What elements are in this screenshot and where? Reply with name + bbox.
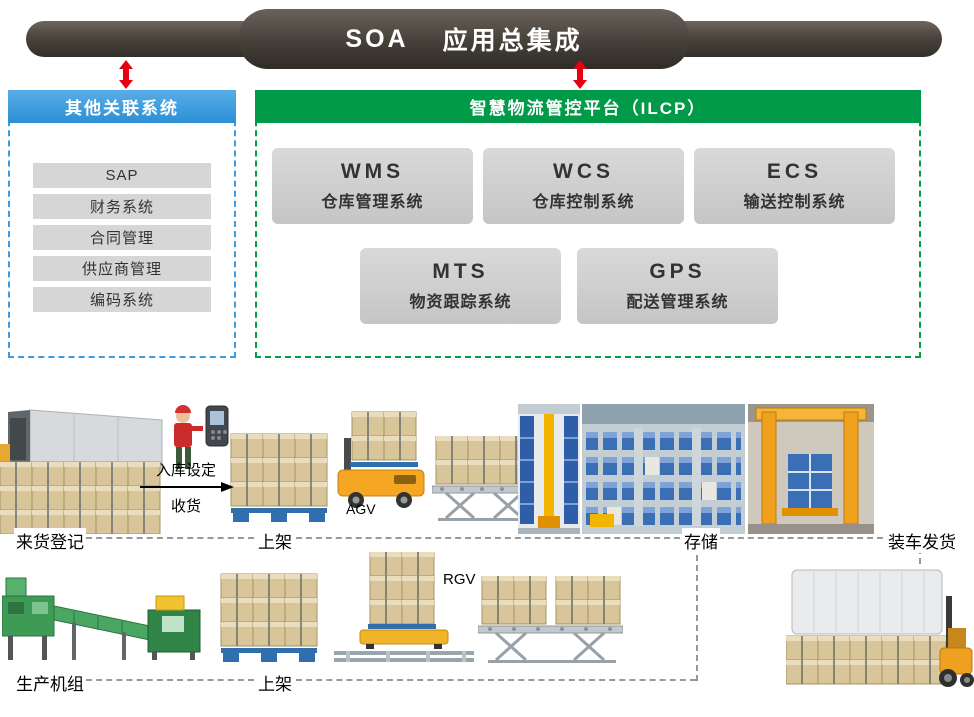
module-title: 仓库控制系统 xyxy=(532,194,635,211)
dashed-connector-shelve-storage xyxy=(296,537,680,539)
bidirectional-arrow-right-icon xyxy=(573,60,587,89)
conveyor-image-2 xyxy=(478,576,623,663)
system-item-supplier: 供应商管理 xyxy=(33,256,211,281)
module-card-gps: GPS 配送管理系统 xyxy=(577,248,778,324)
warehouse-overhead-photo xyxy=(582,404,745,534)
conveyor-image-1 xyxy=(432,436,536,521)
loading-truck-image xyxy=(786,569,974,687)
shelve-label-1: 上架 xyxy=(256,528,294,553)
system-item-finance: 财务系统 xyxy=(33,194,211,219)
warehouse-rack-crane-photo xyxy=(518,404,580,534)
pallet-boxes-image-2 xyxy=(221,570,317,662)
module-title: 配送管理系统 xyxy=(626,294,729,311)
other-systems-panel: 其他关联系统 SAP 财务系统 合同管理 供应商管理 编码系统 xyxy=(8,90,236,358)
worker-scanner-image xyxy=(174,405,229,469)
agv-label: AGV xyxy=(346,501,376,517)
dashed-connector-shelve2-storage xyxy=(296,679,696,681)
module-title: 物资跟踪系统 xyxy=(409,294,512,311)
production-label: 生产机组 xyxy=(14,670,86,695)
soa-title-bar: SOA 应用总集成 xyxy=(238,9,690,69)
dashed-connector-storage-ship xyxy=(718,537,883,539)
module-title: 仓库管理系统 xyxy=(321,194,424,211)
right-arrow-icon xyxy=(140,482,234,492)
production-line-image xyxy=(2,577,201,660)
module-acronym: WCS xyxy=(553,160,614,183)
module-card-wms: WMS 仓库管理系统 xyxy=(272,148,473,224)
module-acronym: MTS xyxy=(432,260,489,283)
stacker-crane-photo xyxy=(748,404,874,534)
module-acronym: ECS xyxy=(766,160,823,183)
system-item-coding: 编码系统 xyxy=(33,287,211,312)
agv-forklift-image xyxy=(337,411,425,508)
storage-label: 存储 xyxy=(682,528,720,553)
dashed-connector-ship-vertical xyxy=(919,548,921,564)
rgv-label: RGV xyxy=(443,571,476,588)
dashed-connector-storage-vertical xyxy=(696,545,698,681)
system-item-sap: SAP xyxy=(33,163,211,188)
inbound-setting-annotation: 入库设定 收货 xyxy=(138,462,234,516)
pallet-boxes-image-1 xyxy=(231,430,327,522)
platform-modules-row2: MTS 物资跟踪系统 GPS 配送管理系统 xyxy=(360,248,778,324)
module-card-wcs: WCS 仓库控制系统 xyxy=(483,148,684,224)
platform-modules-row1: WMS 仓库管理系统 WCS 仓库控制系统 ECS 输送控制系统 xyxy=(272,148,895,224)
dashed-connector-receive-shelve xyxy=(86,537,254,539)
soa-title-zh: 应用总集成 xyxy=(442,27,583,55)
shelve-label-2: 上架 xyxy=(256,670,294,695)
bidirectional-arrow-left-icon xyxy=(119,60,133,89)
module-acronym: WMS xyxy=(340,160,405,183)
module-acronym: GPS xyxy=(649,260,706,283)
module-title: 输送控制系统 xyxy=(743,194,846,211)
receive-label: 来货登记 xyxy=(14,528,86,553)
module-card-ecs: ECS 输送控制系统 xyxy=(694,148,895,224)
receiving-label: 收货 xyxy=(170,498,201,515)
other-systems-header: 其他关联系统 xyxy=(8,90,236,123)
ship-label: 装车发货 xyxy=(886,528,958,553)
dashed-connector-production-shelve xyxy=(86,679,254,681)
ilcp-platform-header: 智慧物流管控平台（ILCP） xyxy=(255,90,921,123)
system-item-contract: 合同管理 xyxy=(33,225,211,250)
rgv-shuttle-image xyxy=(334,552,474,662)
module-card-mts: MTS 物资跟踪系统 xyxy=(360,248,561,324)
incoming-truck-image xyxy=(0,409,163,534)
soa-title-en: SOA xyxy=(345,24,409,53)
inbound-setting-label: 入库设定 xyxy=(155,462,216,479)
other-systems-list: SAP 财务系统 合同管理 供应商管理 编码系统 xyxy=(10,163,234,312)
ilcp-platform-panel: 智慧物流管控平台（ILCP） WMS 仓库管理系统 WCS 仓库控制系统 ECS… xyxy=(255,90,921,358)
